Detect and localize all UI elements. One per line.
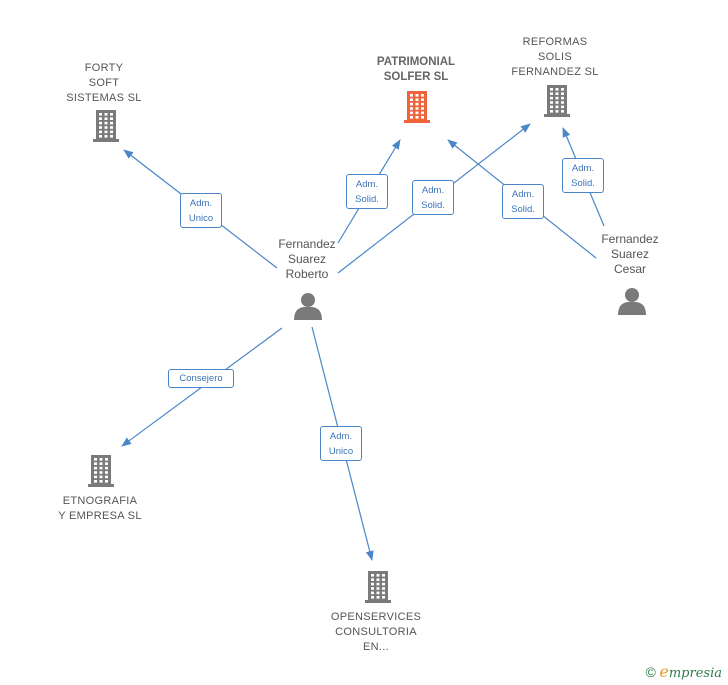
node-label-etnografia[interactable]: ETNOGRAFIA Y EMPRESA SL [58, 495, 142, 522]
cesar-person-icon[interactable] [618, 288, 646, 315]
roberto-person-icon[interactable] [294, 293, 322, 320]
patrimonial-solfer-building-icon[interactable] [404, 91, 430, 123]
node-label-cesar[interactable]: Fernandez Suarez Cesar [601, 232, 659, 276]
etnografia-building-icon[interactable] [88, 455, 114, 487]
reformas-solis-building-icon[interactable] [544, 85, 570, 117]
copyright-icon: © [645, 664, 656, 680]
forty-soft-building-icon[interactable] [93, 110, 119, 142]
edge-label-roberto-forty[interactable]: Adm. Unico [180, 193, 222, 228]
edge-label-cesar-reformas[interactable]: Adm. Solid. [562, 158, 604, 193]
edge-label-roberto-patrimonial[interactable]: Adm. Solid. [346, 174, 388, 209]
openservices-building-icon[interactable] [365, 571, 391, 603]
brand-name: mpresia [668, 666, 722, 681]
icons-layer [88, 85, 646, 603]
edge-label-roberto-reformas[interactable]: Adm. Solid. [412, 180, 454, 215]
node-label-roberto[interactable]: Fernandez Suarez Roberto [278, 237, 336, 281]
edge-label-roberto-etnografia[interactable]: Consejero [168, 369, 234, 388]
node-label-openservices[interactable]: OPENSERVICES CONSULTORIA EN... [330, 611, 422, 653]
node-label-forty-soft[interactable]: FORTY SOFT SISTEMAS SL [66, 62, 142, 104]
empresia-brand[interactable]: © empresia [645, 662, 722, 681]
node-label-patrimonial-solfer[interactable]: PATRIMONIAL SOLFER SL [376, 56, 456, 83]
brand-initial: e [659, 662, 669, 681]
edge-label-cesar-patrimonial[interactable]: Adm. Solid. [502, 184, 544, 219]
edge-label-roberto-openservices[interactable]: Adm. Unico [320, 426, 362, 461]
node-label-reformas-solis[interactable]: REFORMAS SOLIS FERNANDEZ SL [511, 36, 599, 78]
